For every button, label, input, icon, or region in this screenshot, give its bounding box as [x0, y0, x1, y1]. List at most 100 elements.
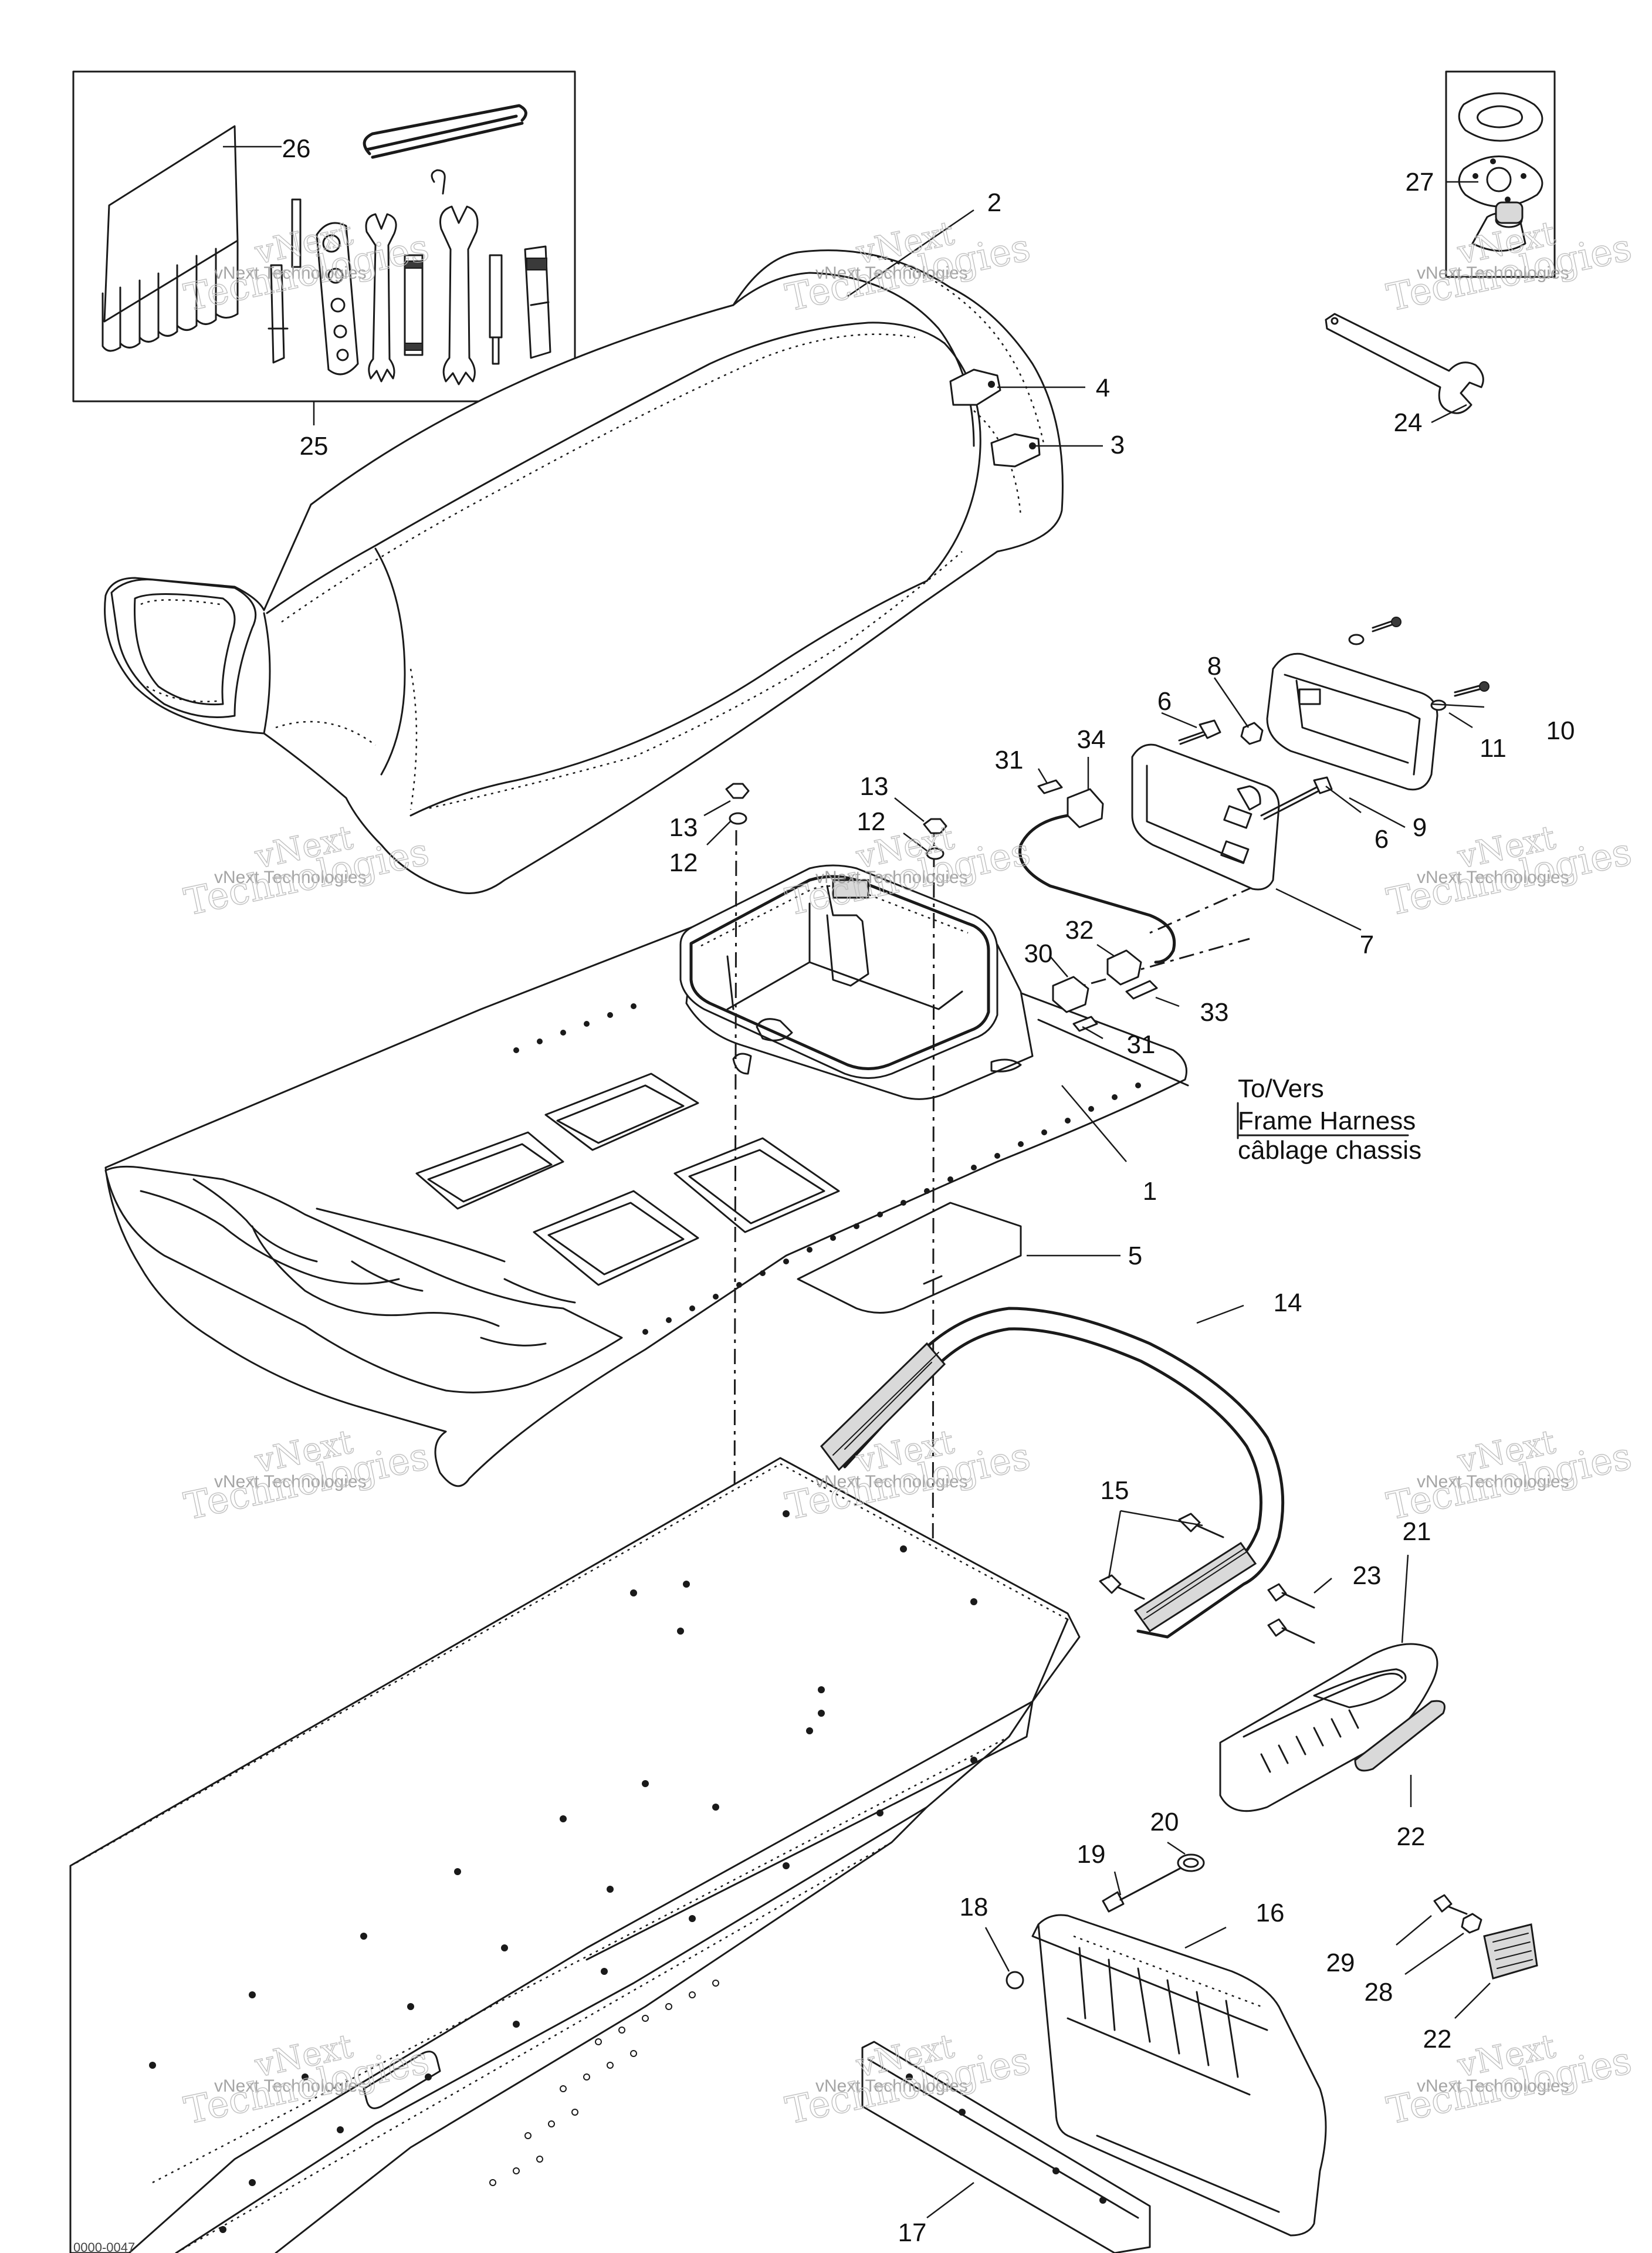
box-latch: [832, 879, 869, 899]
callout-34: 34: [1077, 725, 1106, 754]
base-cutout-4: [673, 1137, 840, 1233]
tool-bag-pockets: [101, 241, 239, 352]
callout-16: 16: [1256, 1899, 1285, 1927]
ring-20: [1177, 1853, 1205, 1872]
spring-clip-tool: [363, 104, 527, 195]
screw-29: [1433, 1894, 1453, 1913]
screw-6-top: [1199, 719, 1221, 739]
washer-12-right: [926, 847, 945, 860]
harness-note-line3: câblage chassis: [1238, 1136, 1421, 1165]
screw-10-top: [1391, 617, 1402, 627]
callout-numbers: 1 2 3 4 5 6 6 7 8 9 10 11 12 12 13 13 14…: [282, 134, 1575, 2247]
reflector-22-upper: [1354, 1700, 1446, 1772]
callout-19: 19: [1077, 1840, 1106, 1869]
terminal-31-bottom: [1072, 1016, 1098, 1032]
callout-33: 33: [1200, 998, 1229, 1027]
tool-kit-inset: [72, 70, 576, 402]
harness-note: To/Vers Frame Harness câblage chassis: [1237, 1074, 1421, 1165]
callout-11: 11: [1480, 734, 1507, 763]
svg-text:vNext Technologies: vNext Technologies: [214, 263, 367, 283]
base-cutout-1: [415, 1131, 564, 1210]
nut-8: [1240, 722, 1264, 745]
grab-handle-14: [820, 1307, 1285, 1639]
rivet-19: [1102, 1891, 1125, 1913]
callout-32: 32: [1065, 916, 1094, 945]
watermark-9: vNext vNext Technologies Technologies: [1383, 1422, 1636, 1529]
screw-10-bottom: [1479, 681, 1489, 692]
seat-cushion: [104, 249, 1064, 894]
watermark-7: vNext vNext Technologies Technologies: [180, 1422, 433, 1529]
seat-front-rim: [110, 579, 257, 718]
grommet-plug-inset: [1445, 70, 1556, 278]
seat-decal-3: [990, 433, 1041, 468]
tool-bag-flap: [103, 125, 239, 323]
terminal-31-top: [1037, 779, 1063, 794]
end-cap-ribs: [1260, 1709, 1359, 1773]
open-end-wrench-large: [439, 205, 479, 385]
callout-29: 29: [1326, 1948, 1355, 1977]
callout-1: 1: [1143, 1177, 1157, 1206]
callout-20: 20: [1150, 1808, 1179, 1836]
watermark-8: vNext vNext Technologies Technologies: [781, 1422, 1034, 1529]
bolt-23-lower: [1267, 1618, 1287, 1637]
harness-routing-line: [1037, 1019, 1189, 1087]
bolt-15-lower: [1099, 1574, 1122, 1594]
tunnel-rivets: [489, 1980, 719, 2186]
callout-6-top: 6: [1157, 687, 1172, 716]
svg-text:vNext Technologies: vNext Technologies: [214, 1472, 367, 1491]
rear-cap-assembly: [1219, 1583, 1446, 1812]
callout-28: 28: [1365, 1978, 1393, 2007]
callout-12-right: 12: [857, 807, 886, 836]
callout-12-left: 12: [669, 848, 698, 877]
harness-note-line2: Frame Harness: [1238, 1107, 1416, 1135]
grab-handle-grip-right: [1133, 1541, 1257, 1633]
grommet-frame: [1445, 70, 1556, 278]
svg-text:vNext Technologies: vNext Technologies: [1417, 2076, 1569, 2096]
callout-2: 2: [987, 188, 1001, 217]
callout-26: 26: [282, 134, 311, 163]
watermark-12: vNext vNext Technologies Technologies: [1383, 2027, 1636, 2133]
nut-28: [1461, 1913, 1482, 1934]
spanner-wrench: [1325, 313, 1484, 414]
drift-punch-tool: [489, 254, 503, 365]
callout-5: 5: [1128, 1241, 1142, 1270]
callout-22-lower: 22: [1423, 2025, 1452, 2054]
svg-text:vNext Technologies: vNext Technologies: [815, 263, 968, 283]
washer-11-top: [1348, 634, 1365, 645]
seat-base-front-scoop: [104, 1165, 623, 1393]
callout-15: 15: [1101, 1476, 1129, 1505]
callout-24: 24: [1394, 408, 1423, 437]
connector-30: [1052, 976, 1089, 1013]
callout-3: 3: [1111, 431, 1125, 459]
mount-bracket-17: [861, 2041, 1151, 2253]
svg-text:vNext Technologies: vNext Technologies: [815, 1472, 968, 1491]
svg-text:vNext Technologies: vNext Technologies: [214, 868, 367, 887]
taillight-wire-harness: [1018, 814, 1176, 964]
grommet-outer: [1458, 92, 1543, 142]
tunnel-holes: [149, 1510, 977, 2233]
bolt-23-upper: [1267, 1583, 1287, 1602]
terminal-33: [1125, 980, 1158, 1000]
snowflap-assembly: [861, 1853, 1538, 2253]
callout-4: 4: [1096, 374, 1110, 402]
washer-12-left: [729, 812, 747, 825]
callout-6-bottom: 6: [1375, 825, 1389, 854]
spark-plug-socket-tool: [404, 254, 424, 356]
open-end-wrench-small: [365, 213, 397, 383]
svg-text:vNext Technologies: vNext Technologies: [214, 2076, 367, 2096]
base-mounting-holes: [513, 1003, 1141, 1335]
base-cover-plate-5: [797, 1202, 1022, 1314]
taillight-lens-9: [1266, 652, 1438, 791]
taillight-assembly: [1018, 617, 1489, 1087]
hex-wrench-tool: [316, 222, 359, 376]
leader-lines: [223, 146, 1491, 2218]
callout-21: 21: [1403, 1517, 1431, 1546]
screwdriver-tool: [268, 198, 302, 364]
nut-13-right: [923, 818, 947, 834]
taillight-housing-7: [1131, 743, 1280, 891]
washer-18: [1006, 1971, 1024, 1990]
callout-23: 23: [1353, 1561, 1382, 1590]
reflector-22-lower: [1483, 1923, 1538, 1980]
svg-text:vNext Technologies: vNext Technologies: [815, 2076, 968, 2096]
callout-7: 7: [1360, 931, 1374, 959]
